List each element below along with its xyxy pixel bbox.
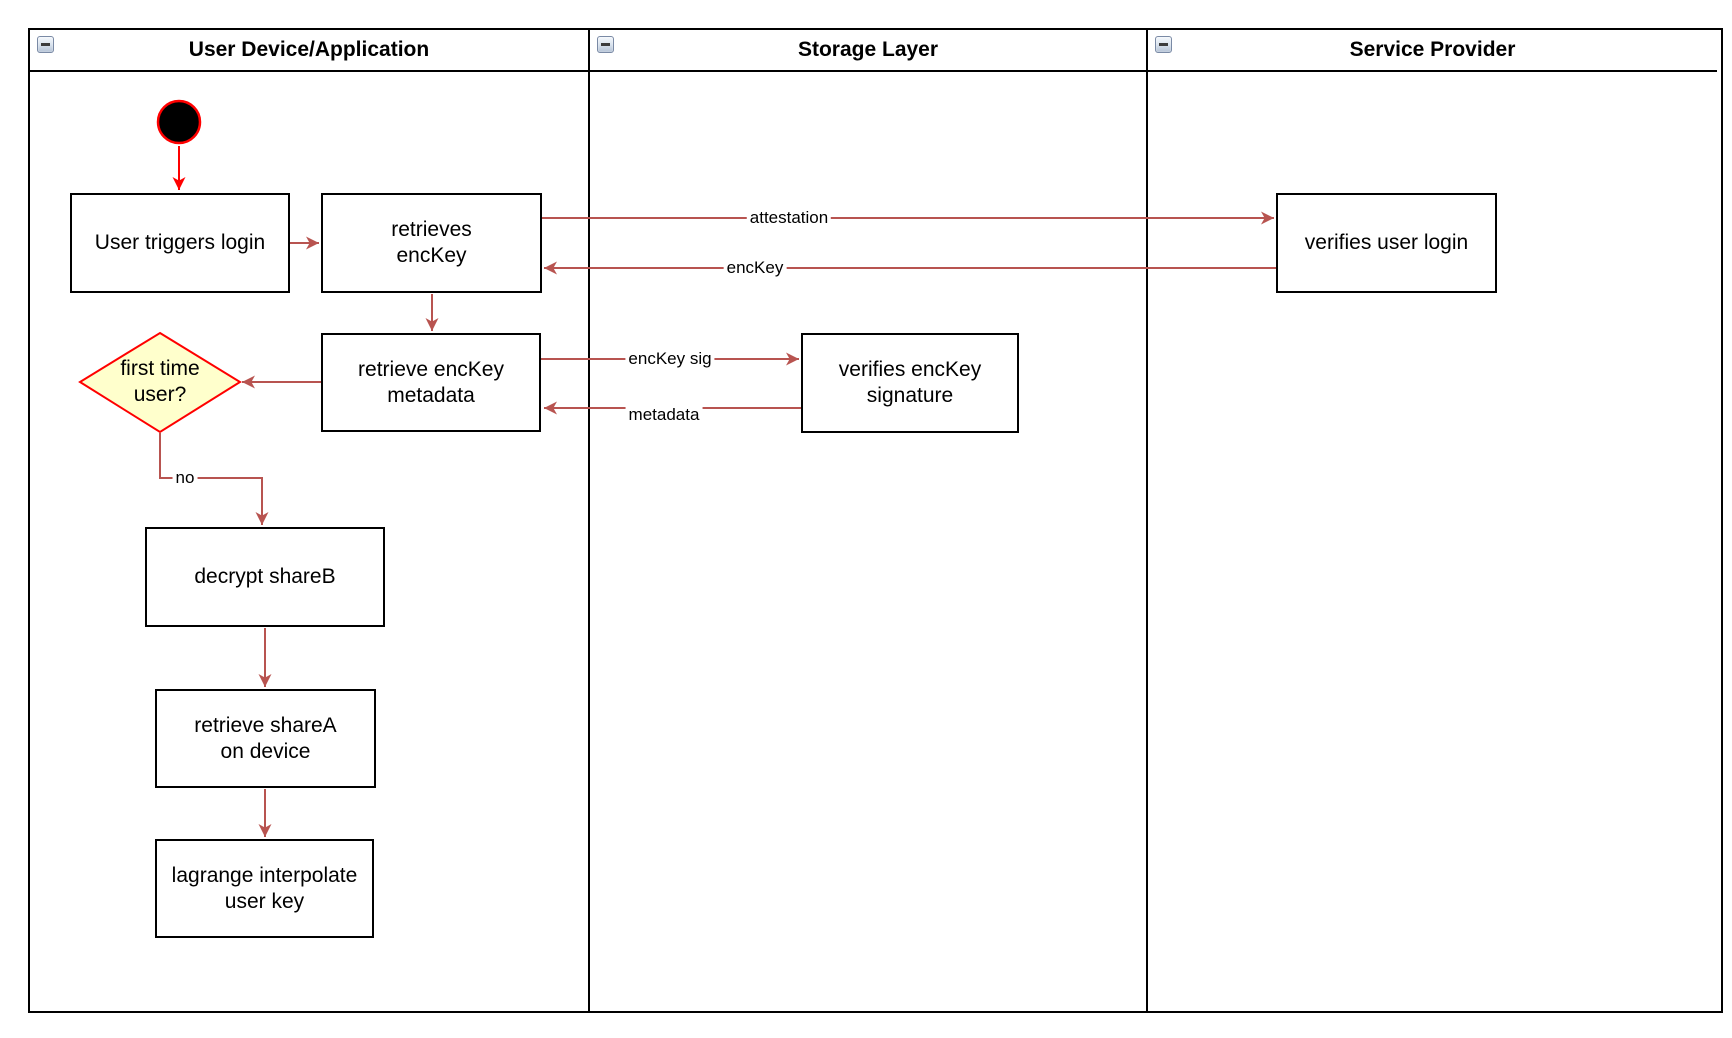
lane-title: Service Provider — [1349, 38, 1516, 61]
node-first-time-user-decision[interactable]: first time user? — [90, 350, 230, 414]
node-label: retrieve shareA on device — [194, 713, 337, 763]
lane-header-storage-layer[interactable]: Storage Layer — [590, 30, 1146, 72]
lane-body-storage-layer — [590, 72, 1146, 1011]
node-label: User triggers login — [94, 231, 266, 254]
collapse-minus-icon[interactable] — [37, 36, 54, 53]
edge-label-enckey: encKey — [723, 258, 787, 278]
node-decrypt-shareb[interactable]: decrypt shareB — [145, 527, 385, 627]
lane-header-user-device-application[interactable]: User Device/Application — [30, 30, 588, 72]
node-label: lagrange interpolate user key — [171, 863, 358, 913]
lane-title: Storage Layer — [797, 38, 939, 61]
node-user-triggers-login[interactable]: User triggers login — [70, 193, 290, 293]
lane-title: User Device/Application — [188, 38, 430, 61]
lane-service-provider: Service Provider — [1148, 30, 1717, 1011]
node-verifies-enckey-signature[interactable]: verifies encKey signature — [801, 333, 1019, 433]
node-label: first time user? — [120, 357, 200, 406]
node-label: retrieve encKey metadata — [358, 357, 504, 407]
node-retrieve-enckey-metadata[interactable]: retrieve encKey metadata — [321, 333, 541, 432]
collapse-minus-icon[interactable] — [1155, 36, 1172, 53]
lane-user-device-application: User Device/Application — [30, 30, 590, 1011]
lane-header-service-provider[interactable]: Service Provider — [1148, 30, 1717, 72]
node-verifies-user-login[interactable]: verifies user login — [1276, 193, 1497, 293]
edge-label-enckey-sig: encKey sig — [625, 349, 715, 369]
edge-label-no: no — [172, 468, 198, 488]
collapse-minus-icon[interactable] — [597, 36, 614, 53]
node-retrieves-enckey[interactable]: retrieves encKey — [321, 193, 542, 293]
edge-label-metadata: metadata — [625, 405, 703, 425]
lane-storage-layer: Storage Layer — [590, 30, 1148, 1011]
node-lagrange-interpolate-user-key[interactable]: lagrange interpolate user key — [155, 839, 374, 938]
node-label: decrypt shareB — [194, 565, 336, 588]
node-label: verifies encKey signature — [838, 358, 982, 407]
node-label: verifies user login — [1304, 231, 1469, 254]
node-label: retrieves encKey — [391, 218, 472, 267]
edge-label-attestation: attestation — [746, 208, 832, 228]
node-retrieve-sharea-on-device[interactable]: retrieve shareA on device — [155, 689, 376, 788]
